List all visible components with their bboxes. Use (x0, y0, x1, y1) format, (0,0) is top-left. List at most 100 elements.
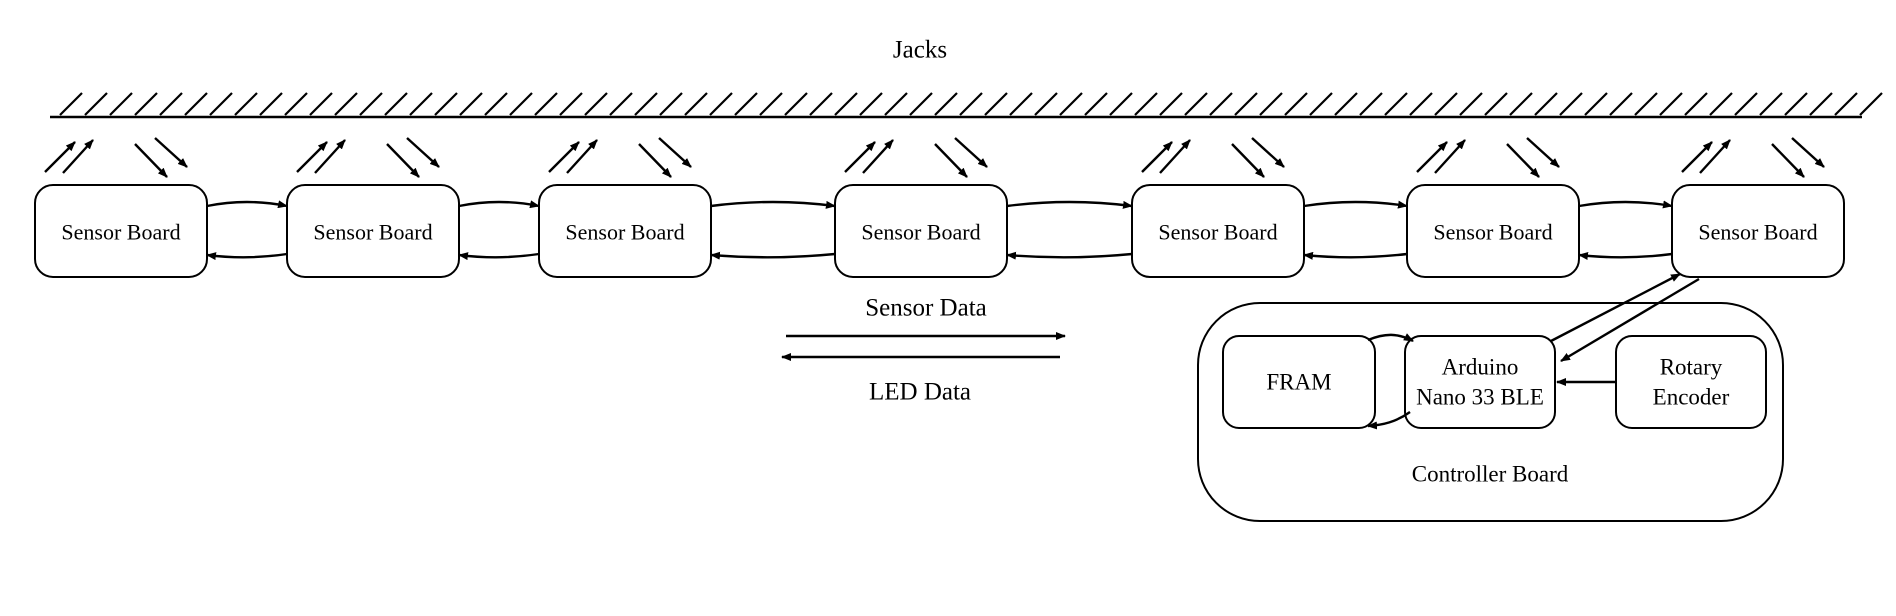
ground-hatch (559, 92, 583, 116)
light-up-arrow (566, 139, 598, 174)
sensor-board-label: Sensor Board (61, 220, 180, 245)
sensor-board-box (834, 184, 1008, 278)
arduino-to-sensor-arrow (1550, 272, 1681, 343)
legend-sensor-data-label: Sensor Data (865, 295, 987, 322)
ground-hatch (1084, 92, 1108, 116)
ground-hatch (434, 92, 458, 116)
light-down-arrow (154, 137, 188, 168)
ground-hatch (1509, 92, 1533, 116)
ground-hatch (209, 92, 233, 116)
fram-to-arduino-arrow (1367, 333, 1414, 343)
ground-hatch (1284, 92, 1308, 116)
ground-hatch (959, 92, 983, 116)
ground-hatch (1609, 92, 1633, 116)
sensor-data-link-arrow (458, 200, 540, 209)
light-up-arrow (1681, 141, 1713, 173)
sensor-board-label: Sensor Board (1158, 220, 1277, 245)
light-up-arrow (296, 141, 328, 173)
ground-hatch (734, 92, 758, 116)
light-down-arrow (386, 143, 420, 178)
ground-hatch (934, 92, 958, 116)
ground-hatch (984, 92, 1008, 116)
controller-board-label: Controller Board (1412, 462, 1569, 487)
ground-hatch (509, 92, 533, 116)
ground-hatch (909, 92, 933, 116)
light-down-arrow (1251, 137, 1285, 168)
sensor-board: Sensor Board (538, 184, 712, 278)
light-up-arrow (1141, 141, 1173, 173)
light-down-arrow (954, 137, 988, 168)
light-down-arrow (934, 143, 968, 178)
jacks-ground-line (50, 92, 1883, 119)
ground-hatch (1259, 92, 1283, 116)
led-data-link-arrow (1303, 251, 1408, 260)
ground-hatch (359, 92, 383, 116)
ground-hatch (1134, 92, 1158, 116)
ground-hatch (1034, 92, 1058, 116)
ground-hatch (1534, 92, 1558, 116)
arduino-label-line2: Nano 33 BLE (1416, 385, 1544, 410)
light-up-arrow (862, 139, 894, 174)
ground-hatch (1209, 92, 1233, 116)
controller-board: Controller Board FRAM Arduino Nano 33 BL… (1197, 272, 1784, 522)
sensor-board: Sensor Board (1406, 184, 1580, 278)
sensor-data-link-arrow (1578, 200, 1673, 209)
light-up-arrow (62, 139, 94, 174)
ground-hatch (459, 92, 483, 116)
ground-hatch (409, 92, 433, 116)
ground-hatch (184, 92, 208, 116)
ground-hatch (634, 92, 658, 116)
ground-hatch (1459, 92, 1483, 116)
light-up-arrow (314, 139, 346, 174)
light-up-arrow (1434, 139, 1466, 174)
rotary-encoder-box (1615, 335, 1767, 429)
sensor-board-box (1406, 184, 1580, 278)
sensor-board-box (1671, 184, 1845, 278)
sensor-board-label: Sensor Board (1433, 220, 1552, 245)
legend-led-data-label: LED Data (869, 379, 971, 406)
rotary-encoder-label-line1: Rotary (1660, 355, 1723, 380)
ground-hatch (1484, 92, 1508, 116)
ground-hatch (1409, 92, 1433, 116)
light-down-arrow (658, 137, 692, 168)
ground-hatch (809, 92, 833, 116)
ground-hatch (609, 92, 633, 116)
sensor-chain-connections (206, 200, 1673, 261)
ground-hatch (1359, 92, 1383, 116)
ground-hatch (534, 92, 558, 116)
diagram-title: Jacks (893, 37, 947, 64)
led-data-link-arrow (710, 251, 836, 260)
ground-hatch (384, 92, 408, 116)
sensor-board: Sensor Board (834, 184, 1008, 278)
ground-hatch (1859, 92, 1883, 116)
ground-hatch (1109, 92, 1133, 116)
led-data-link-arrow (1578, 251, 1673, 260)
ground-hatch (884, 92, 908, 116)
light-down-arrow (1771, 143, 1805, 178)
ground-hatch (1159, 92, 1183, 116)
ground-hatch (584, 92, 608, 116)
ground-hatch (484, 92, 508, 116)
sensor-data-link-arrow (1006, 200, 1133, 209)
ground-hatch (784, 92, 808, 116)
ground-hatch (309, 92, 333, 116)
ground-hatch (1009, 92, 1033, 116)
ground-hatch (1634, 92, 1658, 116)
sensor-data-link-arrow (1303, 200, 1408, 209)
fram-box (1222, 335, 1376, 429)
ground-hatch (234, 92, 258, 116)
data-legend: Sensor Data LED Data (781, 295, 1066, 406)
ground-hatch (1309, 92, 1333, 116)
sensor-to-arduino-arrow (1560, 277, 1700, 363)
ground-hatch (259, 92, 283, 116)
ground-hatch (84, 92, 108, 116)
light-up-arrow (844, 141, 876, 173)
ground-hatch (134, 92, 158, 116)
ground-hatch (1384, 92, 1408, 116)
light-down-arrow (406, 137, 440, 168)
sensor-board: Sensor Board (34, 184, 208, 278)
sensor-board: Sensor Board (1671, 184, 1845, 278)
light-down-arrow (134, 143, 168, 178)
sensor-board-box (1131, 184, 1305, 278)
ground-hatch (334, 92, 358, 116)
